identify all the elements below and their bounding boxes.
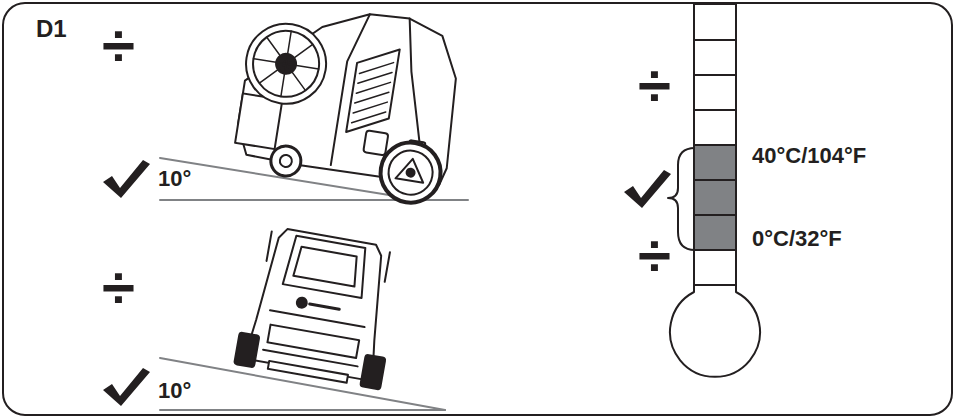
prohibited-sign: ÷ — [638, 226, 671, 286]
angle-label: 10° — [158, 168, 191, 190]
figure-id: D1 — [36, 17, 67, 41]
prohibited-sign: ÷ — [102, 16, 135, 76]
temperature-min: 0°C/32°F — [752, 228, 842, 250]
prohibited-sign: ÷ — [102, 258, 135, 318]
slope-10-degrees — [160, 358, 445, 410]
thermometer — [670, 4, 760, 377]
check-mark — [103, 368, 150, 406]
temperature-max: 40°C/104°F — [752, 145, 866, 167]
frame — [3, 3, 952, 415]
machine-front-view — [234, 224, 404, 390]
angle-label: 10° — [158, 380, 191, 402]
check-mark — [624, 170, 671, 208]
machine-side-view — [228, 0, 469, 208]
prohibited-sign: ÷ — [638, 56, 671, 116]
check-mark — [103, 160, 150, 198]
range-brace — [668, 148, 695, 250]
